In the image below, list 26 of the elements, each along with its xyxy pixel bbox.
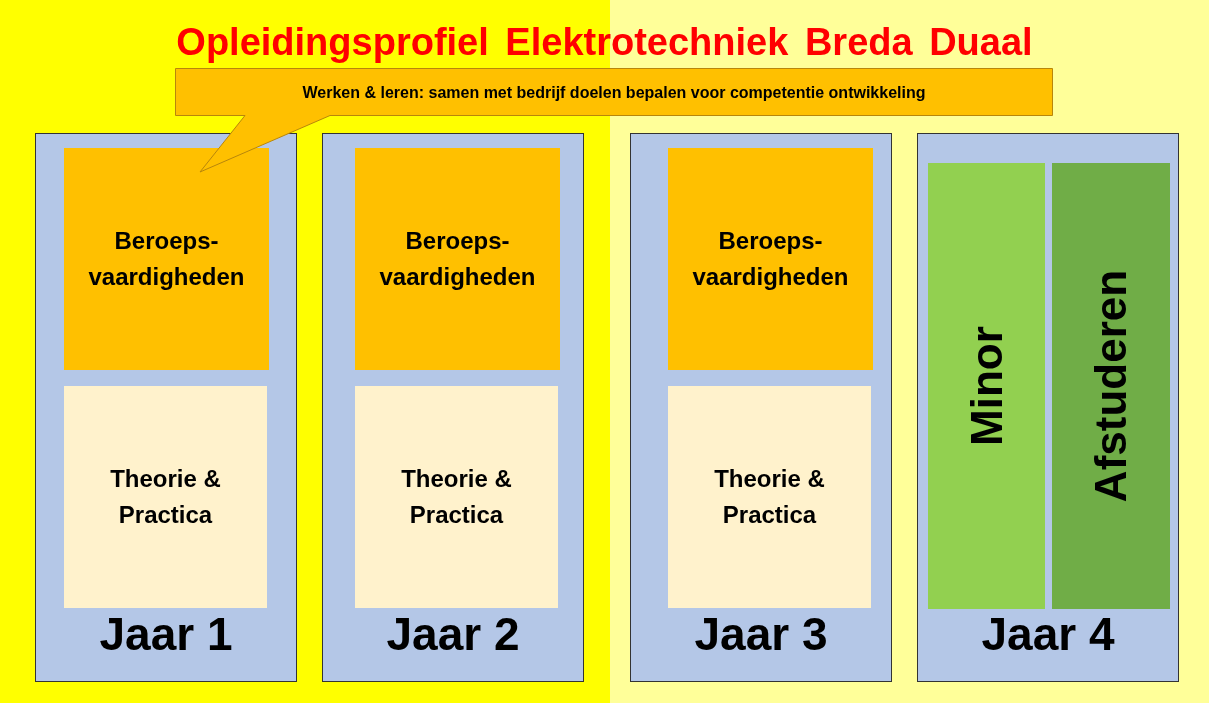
module-box (355, 386, 558, 608)
year-column (322, 133, 584, 682)
module-label: Theorie & Practica (400, 464, 513, 530)
year-label: Jaar 4 (980, 607, 1116, 662)
year-column (917, 133, 1179, 682)
module-box (64, 148, 269, 370)
year-label: Jaar 2 (385, 607, 521, 662)
module-box (668, 386, 871, 608)
module-box (355, 148, 560, 370)
module-label: Beroeps- vaardigheden (378, 226, 537, 292)
module-label: Theorie & Practica (109, 464, 222, 530)
year-column (630, 133, 892, 682)
module-box (64, 386, 267, 608)
year-column (35, 133, 297, 682)
module-label: Beroeps- vaardigheden (691, 226, 850, 292)
year-label: Jaar 3 (693, 607, 829, 662)
module-bar (1052, 163, 1170, 609)
module-label: Minor (960, 326, 1012, 446)
year-label: Jaar 1 (98, 607, 234, 662)
module-label: Theorie & Practica (713, 464, 826, 530)
speech-callout (175, 68, 1053, 174)
module-bar (928, 163, 1045, 609)
callout-text: Werken & leren: samen met bedrijf doelen bepalen voor competentie ontwikkeling (301, 83, 927, 103)
module-label: Beroeps- vaardigheden (87, 226, 246, 292)
module-label: Afstuderen (1085, 269, 1136, 503)
module-box (668, 148, 873, 370)
